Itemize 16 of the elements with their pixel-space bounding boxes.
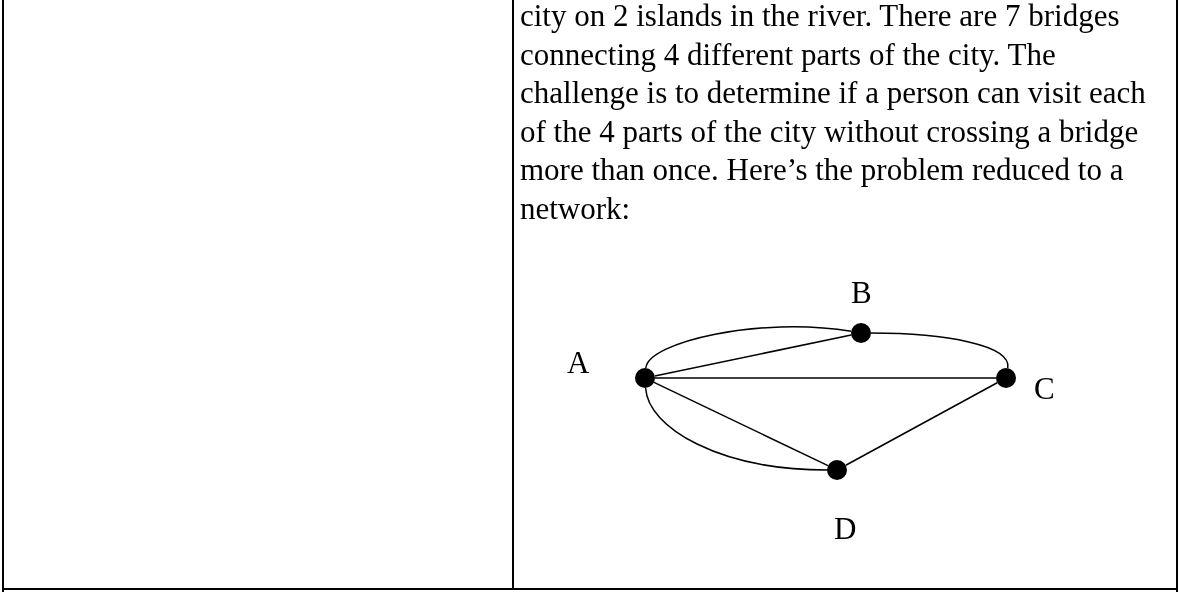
vertex-label: D — [834, 512, 857, 546]
network-edge — [654, 377, 997, 379]
network-edge — [870, 332, 1009, 369]
vertex-dot — [996, 368, 1016, 388]
network-edge — [845, 382, 998, 466]
network-edge — [653, 381, 829, 467]
network-edge — [645, 326, 852, 369]
network-edge — [644, 387, 828, 471]
paragraph: city on 2 islands in the river. There are 7 bridges connecting 4 different parts of the city. The challenge is to determine if a person can visit each of the 4 parts of the city without crossing a bridge more than once. Here’s the problem reduced to a network: — [520, 0, 1147, 228]
vertex-dot — [827, 460, 847, 480]
vertex-label: B — [851, 276, 872, 310]
vertex-label: C — [1034, 372, 1055, 406]
network-edge — [654, 334, 852, 377]
vertex-dot — [635, 368, 655, 388]
vertex-label: A — [567, 346, 590, 380]
vertex-dot — [851, 323, 871, 343]
